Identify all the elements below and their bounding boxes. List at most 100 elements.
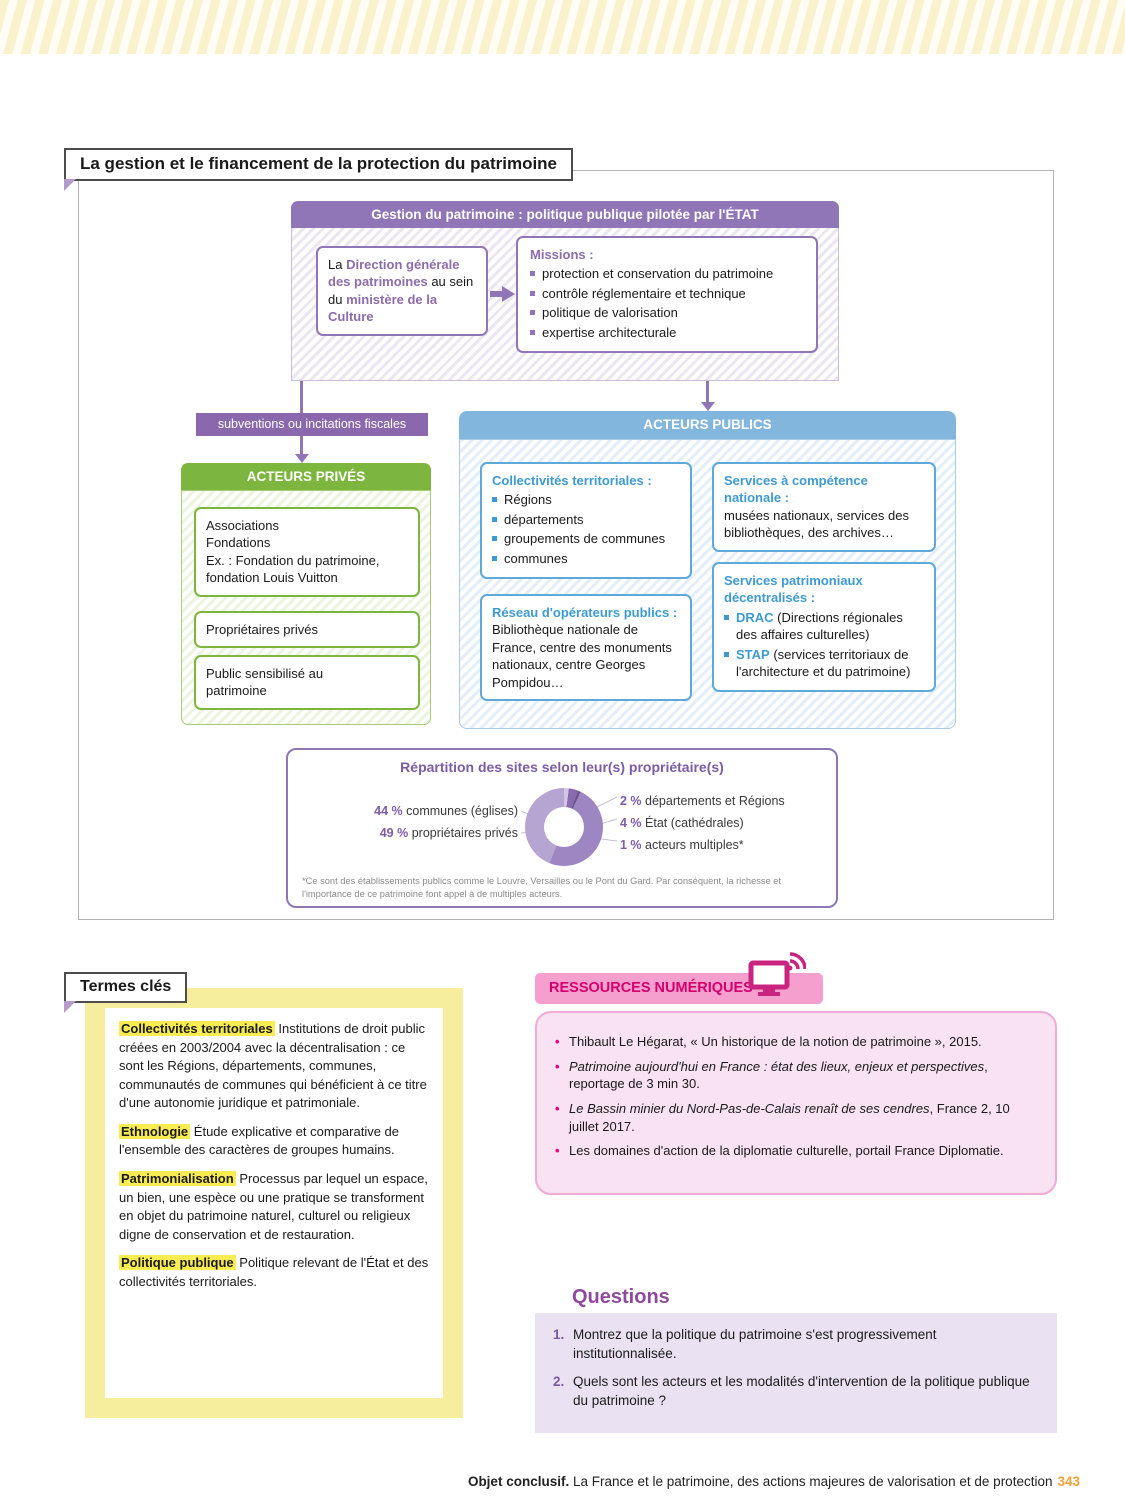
chart-labels-left: 44 % communes (églises) 49 % propriétair… xyxy=(306,800,518,844)
decorative-stripe-band xyxy=(0,0,1125,54)
services-decentralises-box: Services patrimoniaux décentralisés : DR… xyxy=(712,562,936,693)
text-segment: Thibault Le Hégarat, « Un historique de … xyxy=(569,1034,982,1049)
chart-labels-right: 2 % départements et Régions 4 % État (ca… xyxy=(620,790,835,856)
monitor-wifi-icon xyxy=(748,952,806,996)
proprietaires-prives-box: Propriétaires privés xyxy=(194,611,420,649)
arrow-down-icon xyxy=(295,454,309,463)
diagram-header: Gestion du patrimoine : politique publiq… xyxy=(291,201,839,228)
chart-title: Répartition des sites selon leur(s) prop… xyxy=(400,759,724,775)
bullet-icon xyxy=(530,329,535,335)
associations-box: Associations Fondations Ex. : Fondation … xyxy=(194,507,420,597)
mission-item: expertise architecturale xyxy=(530,324,804,341)
text-segment: , France 2, 10 juillet 2017. xyxy=(569,1101,1010,1134)
mission-text: contrôle réglementaire et technique xyxy=(542,285,746,301)
item-text: Régions xyxy=(504,492,552,508)
text-segment-italic: Le Bassin minier du Nord-Pas-de-Calais r… xyxy=(569,1101,930,1117)
chart-label: 4 % État (cathédrales) xyxy=(620,812,835,834)
term-entry: Patrimonialisation Processus par lequel … xyxy=(119,1170,429,1244)
box-title: Services patrimoniaux décentralisés : xyxy=(724,573,863,606)
ressources-list: Thibault Le Hégarat, « Un historique de … xyxy=(535,1011,1057,1195)
percent-value: 2 % xyxy=(620,794,642,808)
item-text: (services territoriaux de l'architecture… xyxy=(736,646,911,680)
mission-item: politique de valorisation xyxy=(530,304,804,321)
box-title: Réseau d'opérateurs publics : xyxy=(492,605,678,620)
text-segment: , reportage de 3 min 30. xyxy=(569,1058,988,1092)
diagram-frame: Gestion du patrimoine : politique publiq… xyxy=(78,170,1054,920)
percent-value: 1 % xyxy=(620,838,642,852)
text-segment: ministère de la Culture xyxy=(328,291,438,325)
connector-line xyxy=(300,381,303,413)
ressource-item: Les domaines d'action de la diplomatie c… xyxy=(555,1142,1037,1160)
direction-generale-box: La Direction générale des patrimoines au… xyxy=(316,246,488,336)
connector-line xyxy=(706,381,709,403)
list-item: STAP (services territoriaux de l'archite… xyxy=(724,646,924,681)
label-text: départements et Régions xyxy=(641,794,785,808)
mission-text: protection et conservation du patrimoine xyxy=(542,266,774,282)
term-label: Collectivités territoriales xyxy=(119,1021,275,1036)
text-segment-italic: Patrimoine aujourd'hui en France : état … xyxy=(569,1058,985,1074)
page-footer: Objet conclusif. La France et le patrimo… xyxy=(468,1474,1080,1489)
percent-value: 49 % xyxy=(379,826,409,840)
etat-section: La Direction générale des patrimoines au… xyxy=(291,228,839,381)
ressource-item: Patrimoine aujourd'hui en France : état … xyxy=(555,1058,1037,1093)
list-item: DRAC (Directions régionales des affaires… xyxy=(724,609,924,644)
questions-title: Questions xyxy=(572,1286,670,1308)
percent-value: 4 % xyxy=(620,816,642,830)
term-entry: Collectivités territoriales Institutions… xyxy=(119,1020,429,1113)
chart-label: 1 % acteurs multiples* xyxy=(620,834,835,856)
term-definition: Étude explicative et comparative de l'en… xyxy=(119,1123,400,1158)
question-text: Quels sont les acteurs et les modalités … xyxy=(573,1374,1030,1409)
label-text: propriétaires privés xyxy=(408,826,518,840)
question-number: 2. xyxy=(553,1374,565,1390)
chart-label: 49 % propriétaires privés xyxy=(306,822,518,844)
donut-hole xyxy=(544,807,584,847)
bullet-icon xyxy=(530,271,535,277)
chart-label: 2 % départements et Régions xyxy=(620,790,835,812)
page-number: 343 xyxy=(1057,1474,1080,1489)
question-text: Montrez que la politique du patrimoine s… xyxy=(573,1327,937,1362)
page-title: La gestion et le financement de la prote… xyxy=(64,148,574,191)
mission-item: contrôle réglementaire et technique xyxy=(530,285,804,302)
text-segment: Direction générale des patrimoines xyxy=(328,257,460,290)
connector-line xyxy=(300,436,303,455)
subventions-label: subventions ou incitations fiscales xyxy=(196,413,428,436)
bullet-icon xyxy=(492,536,497,542)
termes-cles-content: Collectivités territoriales Institutions… xyxy=(105,1008,443,1398)
term-entry: Ethnologie Étude explicative et comparat… xyxy=(119,1123,429,1160)
item-text: groupements de communes xyxy=(504,531,666,547)
list-item: départements xyxy=(492,511,680,528)
text-segment: La xyxy=(328,257,347,272)
bullet-icon xyxy=(724,614,729,620)
mission-text: expertise architecturale xyxy=(542,324,677,340)
bullet-icon xyxy=(530,310,535,316)
question-number: 1. xyxy=(553,1327,565,1342)
term-entry: Politique publique Politique relevant de… xyxy=(119,1254,429,1291)
term-definition: Politique relevant de l'État et des coll… xyxy=(119,1255,429,1289)
public-sensibilise-box: Public sensibilisé au patrimoine xyxy=(194,655,420,710)
reseau-operateurs-box: Réseau d'opérateurs publics : Bibliothèq… xyxy=(480,594,692,702)
mission-item: protection et conservation du patrimoine xyxy=(530,265,804,282)
mission-text: politique de valorisation xyxy=(542,305,678,321)
ressources-title: RESSOURCES NUMÉRIQUES xyxy=(549,980,753,996)
bullet-icon xyxy=(492,497,497,503)
acronym: DRAC xyxy=(736,609,774,625)
repartition-chart-box: Répartition des sites selon leur(s) prop… xyxy=(286,748,838,908)
questions-box: 1. Montrez que la politique du patrimoine… xyxy=(535,1313,1057,1433)
donut-chart xyxy=(525,788,603,866)
bullet-icon xyxy=(530,290,535,296)
termes-cles-title: Termes clés xyxy=(63,972,188,1013)
list-item: communes xyxy=(492,550,680,567)
acteurs-publics-header: ACTEURS PUBLICS xyxy=(459,411,956,439)
text-line: Fondations xyxy=(206,535,271,551)
bullet-icon xyxy=(492,555,497,561)
label-text: communes (églises) xyxy=(402,804,518,818)
box-title: Collectivités territoriales : xyxy=(492,473,652,488)
text-line: Associations xyxy=(206,518,279,533)
box-body: Bibliothèque nationale de France, centre… xyxy=(492,622,672,690)
termes-cles-frame: Collectivités territoriales Institutions… xyxy=(85,988,463,1418)
chart-label: 44 % communes (églises) xyxy=(306,800,518,822)
collectivites-box: Collectivités territoriales : Régions dé… xyxy=(480,462,692,580)
chart-footnote: *Ce sont des établissements publics comm… xyxy=(302,876,782,899)
arrow-down-icon xyxy=(701,402,715,411)
